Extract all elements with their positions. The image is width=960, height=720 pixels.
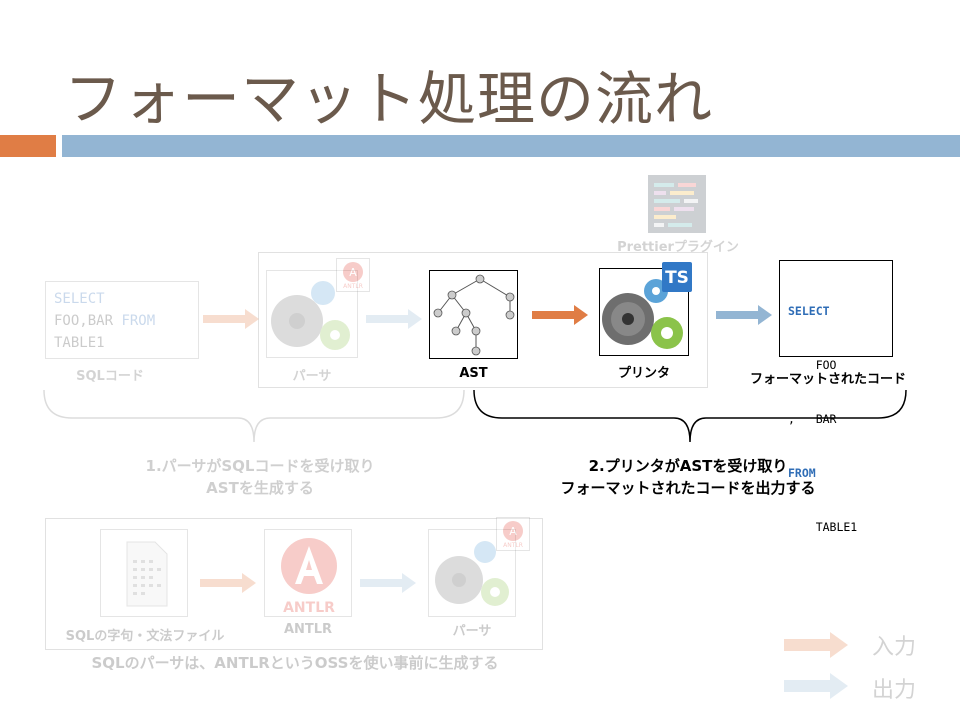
prettier-plugin-icon bbox=[648, 175, 706, 233]
svg-text:ANTLR: ANTLR bbox=[283, 600, 335, 616]
svg-text:A: A bbox=[509, 525, 517, 538]
brace-step1 bbox=[42, 388, 466, 448]
gears-icon bbox=[602, 279, 683, 349]
sql-code-label: SQLコード bbox=[76, 369, 144, 384]
formatted-code-label: フォーマットされたコード bbox=[749, 372, 906, 387]
generated-parser-box bbox=[428, 529, 516, 617]
legend-input-arrow bbox=[784, 632, 848, 662]
step2-caption: 2.プリンタがASTを受け取り フォーマットされたコードを出力する bbox=[518, 455, 858, 499]
ts-badge-text: TS bbox=[665, 268, 689, 288]
antlr-box: ANTLR bbox=[264, 529, 352, 617]
title-accent-blue bbox=[62, 135, 960, 157]
parser-box bbox=[266, 270, 358, 358]
prettier-plugin-label: Prettierプラグイン bbox=[617, 240, 739, 255]
code-text: FOO bbox=[788, 358, 837, 372]
formatted-code-box: SELECT FOO , BAR FROM TABLE1 bbox=[779, 260, 893, 534]
gears-icon bbox=[435, 541, 509, 606]
ast-label: AST bbox=[459, 366, 488, 381]
brace-step2 bbox=[472, 388, 908, 448]
sql-keyword: FROM bbox=[121, 313, 156, 329]
generated-parser-label: パーサ bbox=[452, 624, 492, 639]
arrow-output-2 bbox=[716, 305, 772, 329]
arrow-input-2 bbox=[532, 305, 588, 329]
title-accent-orange bbox=[0, 135, 56, 157]
step1-caption: 1.パーサがSQLコードを受け取り ASTを生成する bbox=[100, 455, 420, 499]
antlr-label: ANTLR bbox=[283, 622, 333, 637]
sql-text: TABLE1 bbox=[54, 335, 105, 351]
generation-caption: SQLのパーサは、ANTLRというOSSを使い事前に生成する bbox=[91, 654, 499, 672]
antlr-badge-icon: A ANTLR bbox=[336, 258, 370, 292]
printer-label: プリンタ bbox=[617, 366, 670, 381]
document-icon bbox=[126, 541, 168, 607]
step1-caption-line2: ASTを生成する bbox=[206, 479, 314, 497]
legend-output-arrow bbox=[784, 673, 848, 703]
svg-text:ANTLR: ANTLR bbox=[343, 283, 363, 290]
slide-title: フォーマット処理の流れ bbox=[64, 65, 714, 133]
arrow-input-3 bbox=[200, 573, 256, 597]
step1-caption-line1: 1.パーサがSQLコードを受け取り bbox=[145, 457, 375, 475]
tree-icon bbox=[433, 274, 515, 356]
antlr-badge-icon: A ANTLR bbox=[496, 517, 530, 551]
code-text: TABLE1 bbox=[788, 520, 858, 534]
sql-text: FOO,BAR bbox=[54, 313, 122, 329]
arrow-input-1 bbox=[203, 309, 259, 333]
arrow-output-3 bbox=[360, 573, 416, 597]
svg-text:ANTLR: ANTLR bbox=[503, 542, 523, 549]
sql-code-box: SELECT FOO,BAR FROM TABLE1 bbox=[45, 281, 199, 359]
legend-input-label: 入力 bbox=[872, 635, 917, 660]
step2-caption-line2: フォーマットされたコードを出力する bbox=[560, 479, 816, 497]
svg-text:A: A bbox=[349, 266, 357, 279]
generation-frame bbox=[45, 518, 543, 650]
grammar-file-label: SQLの字句・文法ファイル bbox=[65, 629, 225, 644]
code-text: , BAR bbox=[788, 412, 837, 426]
code-keyword: SELECT bbox=[788, 304, 830, 318]
plugin-frame bbox=[258, 252, 708, 388]
antlr-logo-icon: ANTLR bbox=[281, 538, 337, 616]
legend-output-label: 出力 bbox=[872, 678, 917, 703]
sql-keyword: SELECT bbox=[54, 291, 105, 307]
typescript-badge-icon: TS bbox=[662, 262, 692, 292]
step2-caption-line1: 2.プリンタがASTを受け取り bbox=[588, 457, 788, 475]
parser-label: パーサ bbox=[292, 369, 332, 384]
grammar-file-box bbox=[100, 529, 188, 617]
ast-box bbox=[429, 270, 518, 359]
gears-icon bbox=[271, 281, 350, 350]
code-keyword: FROM bbox=[788, 466, 816, 480]
arrow-output-1 bbox=[366, 309, 422, 333]
